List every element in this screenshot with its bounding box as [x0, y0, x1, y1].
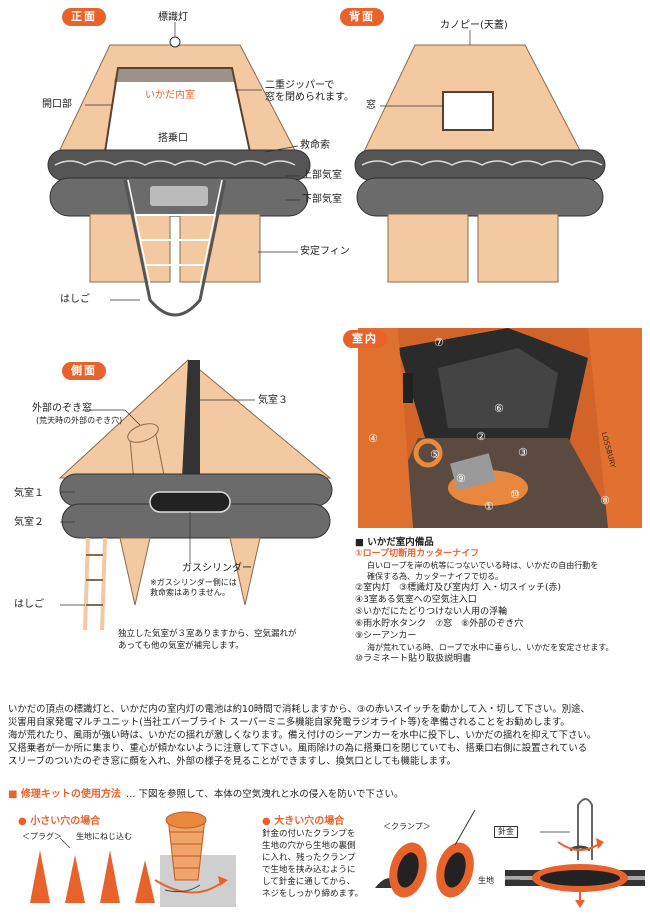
large-hole-desc: 針金の付いたクランプを 生地の穴から生地の裏側 に入れ、残ったクランプ で生地を… [262, 829, 364, 899]
side-window-label: 外部のぞき窓 [32, 403, 92, 414]
back-tag: 背面 [340, 8, 384, 26]
large-hole-heading: ● 大きい穴の場合 [262, 812, 344, 827]
marker-4: ④ [368, 432, 378, 445]
front-raft-illustration [47, 22, 311, 317]
marker-3: ③ [518, 446, 528, 459]
small-hole-heading: ● 小さい穴の場合 [18, 812, 100, 827]
side-note: 独立した気室が３室ありますから、空気漏れが あっても他の気室が補完します。 [118, 629, 297, 651]
large-hole-heading-text: 大きい穴の場合 [274, 816, 345, 827]
equipment-item: ④3室ある気室への空気注入口 [355, 595, 477, 605]
clamp-label: ＜クランプ＞ [383, 822, 431, 831]
side-tag: 側面 [62, 362, 106, 380]
bullet-icon: ● [18, 816, 27, 827]
marker-7: ⑦ [434, 336, 444, 349]
front-boarding-label: 搭乗口 [158, 133, 188, 144]
interior-photo: LOSSBURY ⑦ ⑥ ④ ② ⑤ ③ ⑨ ⑩ ① ⑧ [358, 328, 642, 528]
marker-2: ② [476, 430, 486, 443]
repair-title-row: ■ 修理キットの使用方法 … 下図を参照して、本体の空気洩れと水の侵入を防いで下… [8, 782, 404, 801]
bullet-icon: ● [262, 816, 271, 827]
plug-label: ＜プラグ＞ [22, 832, 62, 841]
equipment-list: ■ いかだ室内備品 ①ロープ切断用カッターナイフ 白いロープを岸の杭等につないで… [355, 534, 645, 665]
repair-title: ■ 修理キットの使用方法 [8, 789, 121, 800]
marker-5: ⑤ [430, 448, 440, 461]
marker-8: ⑧ [600, 494, 610, 507]
side-chamber3-label: 気室３ [258, 395, 288, 406]
side-gas-label: ガスシリンダー [182, 563, 252, 574]
front-interior-label: いかだ内室 [145, 90, 195, 101]
side-raft-illustration [58, 359, 333, 631]
equipment-item: ⑤いかだにたどりつけない人用の浮輪 [355, 607, 508, 617]
front-ladder-label: はしご [60, 294, 90, 305]
front-fin-label: 安定フィン [300, 246, 350, 257]
front-zipper-label: 二重ジッパーで 窓を閉められます。 [265, 80, 354, 103]
side-ladder-label: はしご [14, 599, 44, 610]
marker-1: ① [484, 500, 494, 513]
front-tag: 正面 [62, 8, 106, 26]
side-window-note: (荒天時の外部のぞき穴) [36, 416, 123, 425]
front-lifeline-label: 救命索 [300, 140, 330, 151]
equipment-item: ⑩ラミネート貼り取扱説明書 [355, 654, 472, 664]
marker-10: ⑩ [510, 488, 520, 501]
front-beacon-label: 標識灯 [158, 12, 188, 23]
body-text: いかだの頂点の標識灯と、いかだ内の室内灯の電池は約10時間で消耗しますから、③の… [8, 704, 597, 767]
equipment-item: ②室内灯 ③標識灯及び室内灯 入・切スイッチ(赤) [355, 583, 562, 593]
interior-tag: 室内 [343, 330, 387, 348]
marker-9: ⑨ [456, 472, 466, 485]
side-chamber2-label: 気室２ [14, 517, 44, 528]
side-gas-note: ※ガスシリンダー側には 救命索はありません。 [150, 578, 237, 597]
back-raft-illustration [354, 30, 606, 283]
front-upper-chamber-label: 上部気室 [302, 170, 342, 181]
screw-label: 生地にねじ込む [76, 832, 132, 841]
front-opening-label: 開口部 [42, 99, 72, 110]
equipment-item: ⑥雨水貯水タンク ⑦窓 ⑧外部のぞき穴 [355, 619, 524, 629]
fabric-label: 生地 [478, 876, 494, 885]
wire-label: 針金 [494, 826, 518, 838]
back-canopy-label: カノピー(天蓋) [440, 20, 508, 31]
marker-6: ⑥ [494, 402, 504, 415]
repair-desc: … 下図を参照して、本体の空気洩れと水の侵入を防いで下さい。 [126, 789, 404, 800]
equipment-item: ⑨シーアンカー [355, 631, 417, 641]
equipment-item-sub: 白いロープを岸の杭等につないでいる時は、いかだの自由行動を 確保する為、カッター… [367, 561, 599, 581]
equipment-item: ①ロープ切断用カッターナイフ [355, 549, 480, 559]
small-hole-heading-text: 小さい穴の場合 [30, 816, 101, 827]
side-chamber1-label: 気室１ [14, 488, 44, 499]
equipment-title: ■ いかだ室内備品 [355, 537, 434, 548]
equipment-item-sub: 海が荒れている時、ロープで水中に垂らし、いかだを安定させます。 [367, 643, 614, 652]
back-window-label: 窓 [366, 100, 376, 111]
front-lower-chamber-label: 下部気室 [302, 194, 342, 205]
